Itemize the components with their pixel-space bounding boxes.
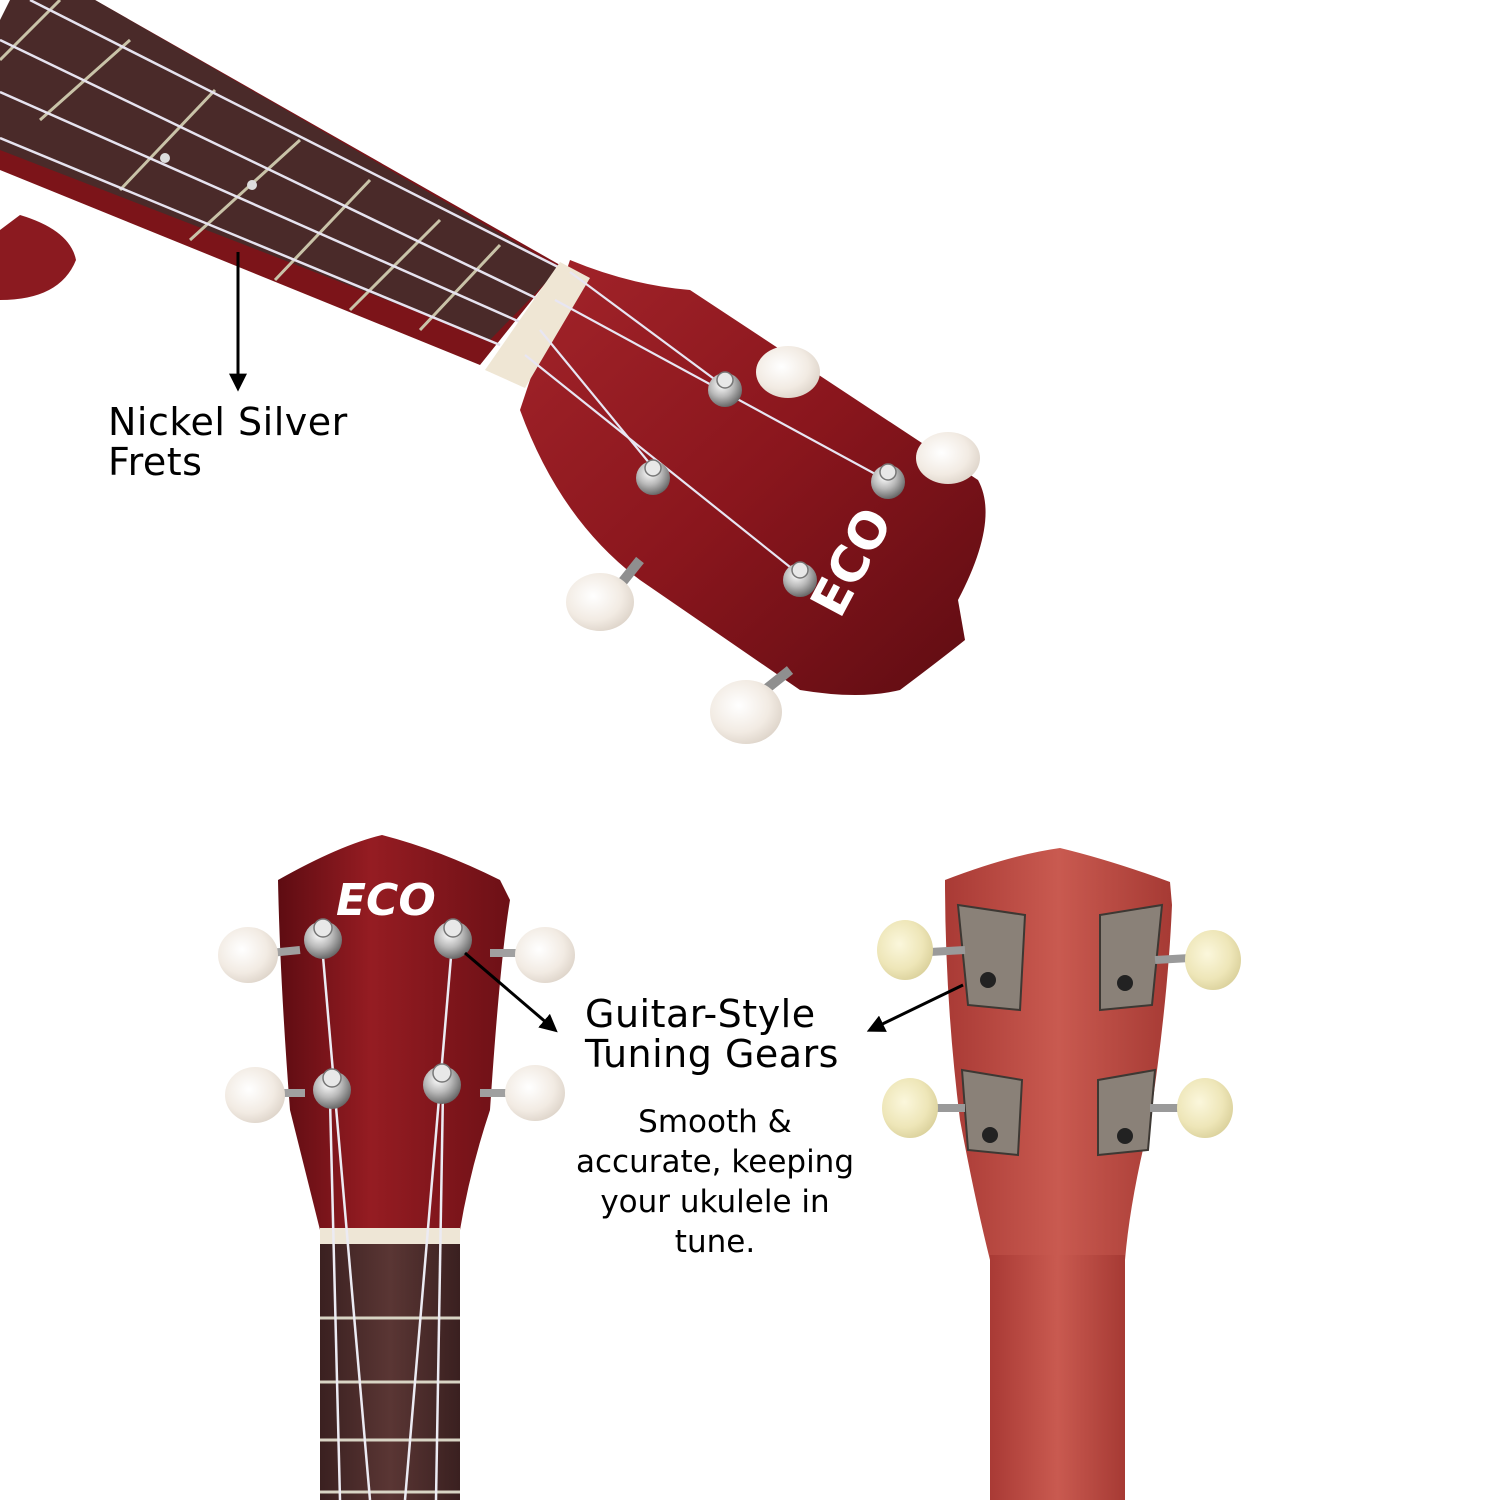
brand-logo: ECO xyxy=(336,875,436,926)
tuner-button-icon xyxy=(225,1067,285,1123)
tuner-posts-top xyxy=(636,371,905,597)
strings-front xyxy=(320,944,454,1500)
fretboard xyxy=(0,0,560,340)
tuner-buttons-back xyxy=(877,920,1241,1138)
tuner-button-icon xyxy=(1177,1078,1233,1138)
tuner-posts-front xyxy=(304,918,472,1109)
tuner-button-icon xyxy=(882,1078,938,1138)
description-line: your ukulele in xyxy=(600,1184,830,1220)
tuner-button-icon xyxy=(1185,930,1241,990)
gears-arrow-right xyxy=(866,983,964,1032)
tuner-button-icon xyxy=(710,680,782,744)
frets-callout-line: Nickel Silver xyxy=(108,400,348,444)
front-ukulele-headstock: ECO xyxy=(218,835,575,1500)
strings-neck xyxy=(0,0,561,347)
neck-back xyxy=(990,1255,1125,1500)
description-line: accurate, keeping xyxy=(575,1144,855,1180)
gear-screws xyxy=(980,972,1133,1144)
fret-dot xyxy=(247,180,257,190)
top-ukulele-neck: ECO xyxy=(0,0,986,744)
gears-callout-line: Tuning Gears xyxy=(585,1032,839,1076)
headstock-top xyxy=(520,260,986,695)
frets-callout-line: Frets xyxy=(108,440,203,484)
nut-top xyxy=(485,262,590,388)
tuner-button-icon xyxy=(756,346,820,398)
gears-callout: Guitar-Style Tuning Gears xyxy=(585,994,839,1074)
fret-dot xyxy=(160,153,170,163)
gear-plates xyxy=(956,903,1164,1157)
tuner-button-icon xyxy=(505,1065,565,1121)
tuner-buttons-top xyxy=(566,346,980,744)
description-line: Smooth & xyxy=(638,1104,792,1140)
tuner-button-icon xyxy=(877,920,933,980)
body-edge xyxy=(0,215,76,300)
back-ukulele-headstock xyxy=(877,848,1241,1500)
gears-callout-line: Guitar-Style xyxy=(585,992,816,1036)
tuner-button-icon xyxy=(916,432,980,484)
nut-front xyxy=(320,1228,460,1244)
tuner-button-icon xyxy=(515,927,575,983)
gears-description: Smooth & accurate, keeping your ukulele … xyxy=(540,1102,890,1262)
frets-callout: Nickel Silver Frets xyxy=(108,402,348,482)
gears-arrow-left xyxy=(464,951,558,1033)
tuner-button-icon xyxy=(218,927,278,983)
tuner-button-icon xyxy=(566,573,634,631)
tuner-buttons-front xyxy=(218,927,575,1123)
description-line: tune. xyxy=(674,1224,756,1260)
